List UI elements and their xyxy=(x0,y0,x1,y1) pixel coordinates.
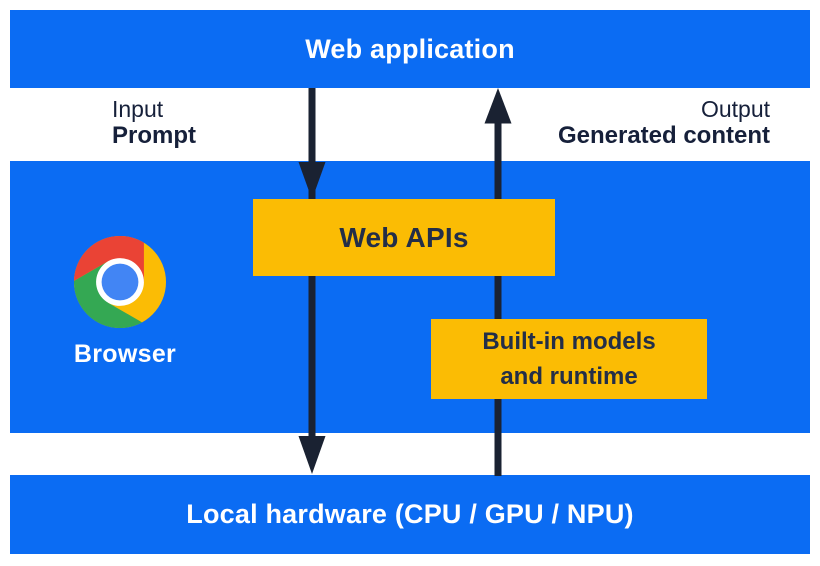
local-hardware-bar: Local hardware (CPU / GPU / NPU) xyxy=(10,475,810,554)
browser-label: Browser xyxy=(73,340,177,368)
web-application-label: Web application xyxy=(305,33,515,64)
output-title: Output xyxy=(700,96,770,122)
input-title: Input xyxy=(112,96,164,122)
chrome-logo-icon xyxy=(73,235,166,329)
prompt-down-arrow xyxy=(298,88,326,474)
builtin-models-line2: and runtime xyxy=(500,363,638,390)
generated-content-up-arrow xyxy=(484,88,512,476)
local-hardware-label: Local hardware (CPU / GPU / NPU) xyxy=(186,499,634,529)
input-label-group: Input Prompt xyxy=(112,96,196,149)
web-application-bar: Web application xyxy=(10,10,810,88)
output-label-group: Output Generated content xyxy=(558,96,770,149)
input-value: Prompt xyxy=(112,122,196,149)
web-apis-box: Web APIs xyxy=(253,199,555,276)
builtin-models-box: Built-in models and runtime xyxy=(431,319,707,399)
builtin-models-line1: Built-in models xyxy=(482,328,656,355)
output-value: Generated content xyxy=(557,122,770,149)
web-apis-label: Web APIs xyxy=(339,221,469,253)
